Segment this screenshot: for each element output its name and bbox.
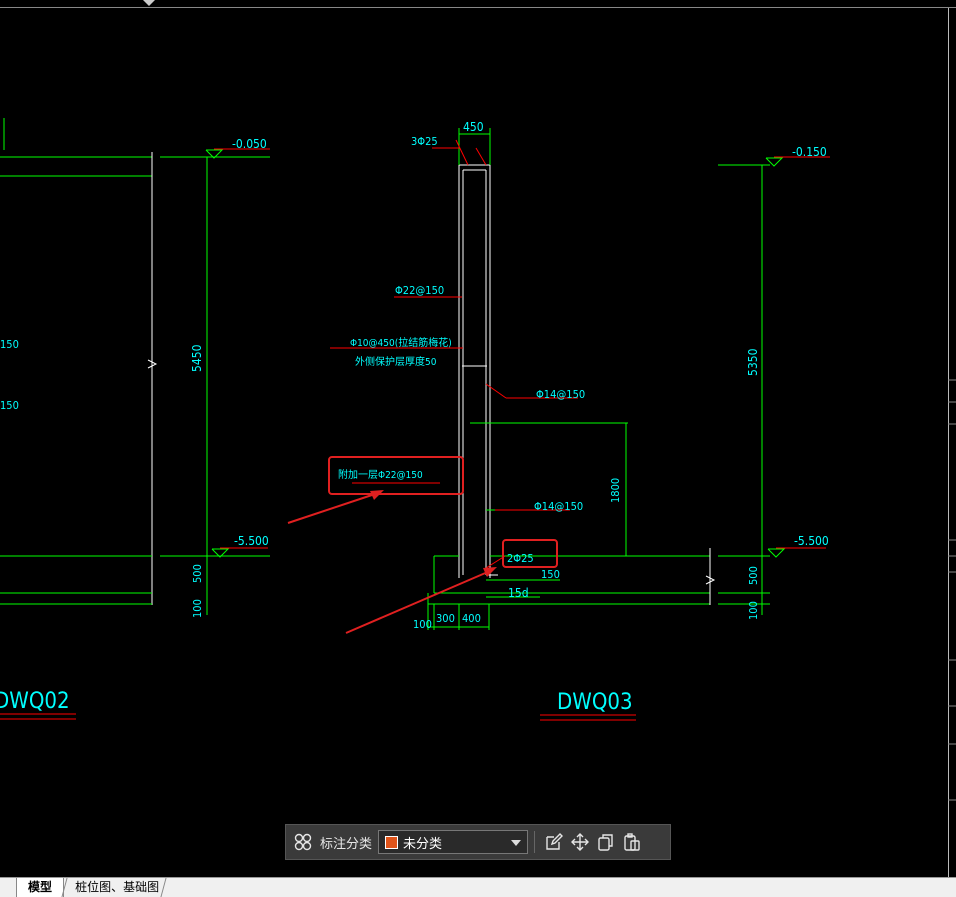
dim-dwq02-sub: 100 bbox=[191, 599, 204, 618]
cad-canvas[interactable]: -0.050 -5.500 5450 500 100 150 150 DWQ02 bbox=[0, 0, 956, 877]
dim-dwq03-base: 500 bbox=[747, 566, 760, 585]
frame-ticks bbox=[948, 379, 956, 801]
edit-icon[interactable] bbox=[541, 829, 567, 855]
category-color-swatch bbox=[385, 835, 399, 849]
dwq02-partial-label-1: 150 bbox=[0, 338, 19, 351]
collapse-arrow-icon[interactable] bbox=[143, 0, 155, 6]
toolbar-separator bbox=[534, 831, 536, 853]
rebar-outer-protect: 外侧保护层厚度50 bbox=[355, 355, 437, 368]
dim-lap-150: 150 bbox=[541, 568, 560, 581]
grid-icon[interactable] bbox=[290, 829, 316, 855]
dim-dwq03-sub: 100 bbox=[747, 601, 760, 620]
dim-haunch: 1800 bbox=[609, 478, 622, 503]
dim-wall-width: 450 bbox=[463, 120, 484, 134]
highlight-box-bottom-bars bbox=[502, 539, 558, 568]
tab-pile-foundation-layout[interactable]: 桩位图、基础图 bbox=[61, 878, 167, 897]
move-icon[interactable] bbox=[567, 829, 593, 855]
layout-tab-bar: 模型 桩位图、基础图 bbox=[0, 877, 956, 897]
chevron-down-icon bbox=[511, 840, 522, 846]
tab-model[interactable]: 模型 bbox=[16, 878, 64, 897]
paste-icon[interactable] bbox=[619, 829, 645, 855]
dim-footing-c: 400 bbox=[462, 612, 481, 625]
annotation-arrow-2 bbox=[345, 567, 497, 634]
annotation-toolbar: 标注分类 未分类 bbox=[285, 824, 671, 860]
elevation-top-left: -0.050 bbox=[232, 137, 267, 151]
rebar-phi14-lower: Φ14@150 bbox=[534, 500, 583, 513]
dim-dwq02-base: 500 bbox=[191, 564, 204, 583]
rebar-phi14-upper: Φ14@150 bbox=[536, 388, 585, 401]
section-title-dwq02: DWQ02 bbox=[0, 689, 70, 714]
cad-drawing: -0.050 -5.500 5450 500 100 150 150 DWQ02 bbox=[0, 118, 956, 801]
highlight-box-inner-layer bbox=[328, 456, 464, 495]
dim-lap-15d: 15d bbox=[508, 586, 529, 600]
elevation-top-right: -0.150 bbox=[792, 145, 827, 159]
rebar-phi10: Φ10@450(拉结筋梅花) bbox=[350, 336, 452, 349]
annotation-category-label: 标注分类 bbox=[320, 836, 373, 852]
dim-footing-b: 300 bbox=[436, 612, 455, 625]
dwq02-section bbox=[0, 118, 270, 615]
dwq03-wall bbox=[330, 128, 716, 630]
annotation-category-select[interactable]: 未分类 bbox=[378, 830, 529, 854]
tab-layout-label: 桩位图、基础图 bbox=[75, 880, 160, 894]
section-title-dwq03: DWQ03 bbox=[557, 690, 633, 715]
category-value: 未分类 bbox=[403, 836, 443, 852]
rebar-inner-layer: 附加一层Φ22@150 bbox=[338, 468, 423, 481]
dim-footing-a: 100 bbox=[413, 618, 432, 631]
copy-icon[interactable] bbox=[593, 829, 619, 855]
top-border bbox=[0, 7, 956, 8]
elevation-bottom-right: -5.500 bbox=[794, 534, 829, 548]
drawing-frame-border bbox=[948, 8, 949, 877]
dwq03-right-markers bbox=[718, 156, 830, 615]
rebar-phi22: Φ22@150 bbox=[395, 284, 444, 297]
annotation-arrow-1 bbox=[287, 490, 384, 524]
dim-dwq02-height: 5450 bbox=[190, 344, 204, 372]
rebar-top-bars: 3Φ25 bbox=[411, 135, 438, 148]
dim-dwq03-height: 5350 bbox=[746, 348, 760, 376]
elevation-bottom-left: -5.500 bbox=[234, 534, 269, 548]
dwq02-partial-label-2: 150 bbox=[0, 399, 19, 412]
rebar-bottom-bars: 2Φ25 bbox=[507, 552, 534, 565]
